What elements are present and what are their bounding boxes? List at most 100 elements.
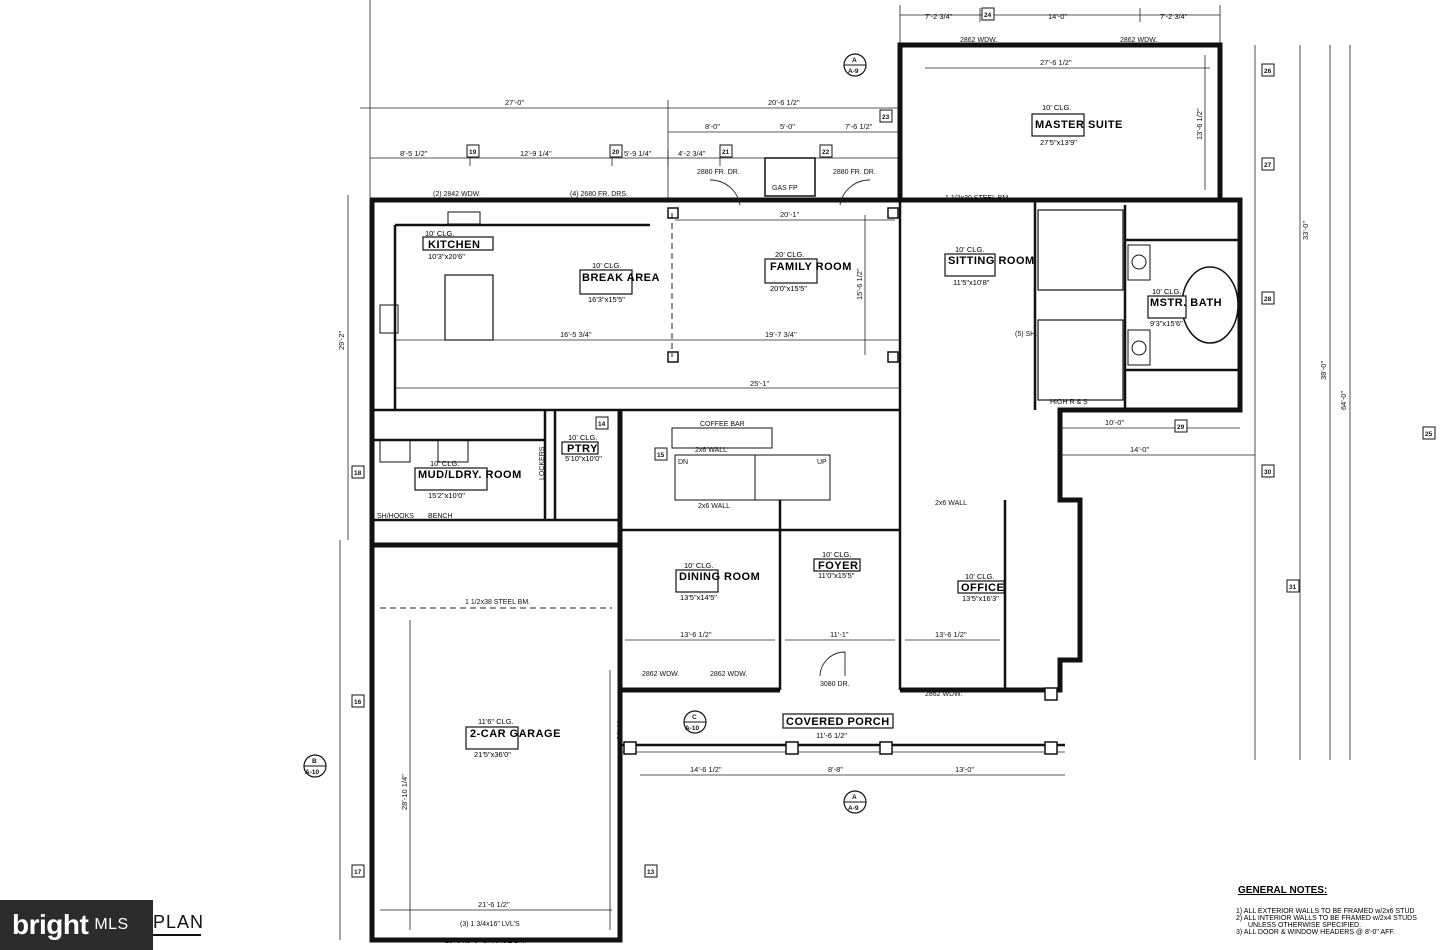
dim-family-h: 15'-6 1/2" — [855, 268, 864, 300]
bright-mls-watermark: bright MLS — [0, 900, 153, 950]
front-rooms: 10' CLG. DINING ROOM 13'5"x14'5" 13'-6 1… — [625, 500, 1007, 698]
section-a-top-sheet: A-9 — [848, 68, 859, 75]
lockers-label: LOCKERS — [539, 446, 546, 480]
wall-2x6-top: 2x6 WALL — [695, 447, 727, 454]
watermark-mls: MLS — [94, 916, 129, 933]
high-rs: HIGH R & S — [1050, 399, 1088, 406]
sitting-name: SITTING ROOM — [948, 255, 1035, 267]
dim-row3-2: 12'-9 1/4" — [520, 149, 552, 158]
tag-18: 18 — [354, 470, 362, 477]
note-4: 3) ALL DOOR & WINDOW HEADERS @ 8'-0" AFF… — [1236, 929, 1395, 936]
bench-label: BENCH — [428, 513, 453, 520]
tag-17: 17 — [354, 869, 362, 876]
dim-office-w: 13'-6 1/2" — [935, 630, 967, 639]
kitchen-window: (2) 2842 WDW. — [433, 191, 481, 198]
section-a-top-letter: A — [852, 57, 857, 64]
pantry-name: PTRY — [567, 443, 598, 455]
sitting-ceiling: 10' CLG. — [955, 245, 984, 254]
garage-beam: 1 1/2x38 STEEL BM. — [465, 599, 530, 606]
tag-31: 31 — [1289, 584, 1297, 591]
tag-30: 30 — [1264, 469, 1272, 476]
dim-porch-3: 13'-0" — [955, 765, 974, 774]
office-window: 2862 WDW. — [925, 691, 962, 698]
mud-size: 15'2"x10'0" — [428, 491, 465, 500]
bath-name: MSTR. BATH — [1150, 297, 1222, 309]
porch-name: COVERED PORCH — [786, 716, 890, 728]
section-marker-a-bottom: A A-9 — [843, 790, 867, 814]
kitchen-doors: (4) 2680 FR. DRS. — [570, 191, 628, 198]
family-door-right: 2880 FR. DR. — [833, 169, 876, 176]
tag-14: 14 — [598, 421, 606, 428]
kitchen-size: 10'3"x20'6" — [428, 252, 465, 261]
tag-26: 26 — [1264, 68, 1272, 75]
mud-ceiling: 10' CLG. — [430, 459, 459, 468]
dining-name: DINING ROOM — [679, 571, 760, 583]
sitting-bath: 10' CLG. SITTING ROOM 11'5"x10'8" HIGH R… — [944, 200, 1240, 410]
master-ceiling: 10' CLG. — [1042, 103, 1071, 112]
office-size: 13'5"x16'3" — [962, 594, 999, 603]
mid-right-dims: 10'-0" 14'-0" — [1060, 418, 1255, 456]
note-2: 2) ALL INTERIOR WALLS TO BE FRAMED w/2x4… — [1236, 915, 1417, 922]
dim-left-total: 29'-2" — [337, 331, 346, 350]
dim-mid-2: 14'-0" — [1130, 445, 1149, 454]
watermark-brand: bright — [12, 909, 89, 940]
shelves-label: (5) SH. — [1015, 331, 1037, 338]
wall-2x6-bottom: 2x6 WALL — [698, 503, 730, 510]
dining-size: 13'5"x14'5" — [680, 593, 717, 602]
master-name: MASTER SUITE — [1035, 119, 1123, 131]
stair-dn: DN — [678, 459, 688, 466]
dining-ceiling: 10' CLG. — [684, 561, 713, 570]
dim-top-2: 14'-0" — [1048, 12, 1067, 21]
covered-porch: COVERED PORCH 11'-6 1/2" 14'-6 1/2" 8'-8… — [620, 687, 1065, 776]
dim-right-1: 33'-0" — [1301, 221, 1310, 240]
tag-27: 27 — [1264, 162, 1272, 169]
porch-size: 11'-6 1/2" — [816, 731, 847, 740]
tag-28: 28 — [1264, 296, 1272, 303]
break-ceiling: 10' CLG. — [592, 261, 621, 270]
garage-name: 2-CAR GARAGE — [470, 728, 561, 740]
office-name: OFFICE — [961, 582, 1004, 594]
dim-row2-2: 20'-6 1/2" — [768, 98, 800, 107]
master-window-right: 2862 WDW. — [1120, 37, 1157, 44]
family-size: 20'0"x15'5" — [770, 284, 807, 293]
note-1: 1) ALL EXTERIOR WALLS TO BE FRAMED w/2x6… — [1236, 908, 1415, 915]
section-a-bottom-letter: A — [852, 794, 857, 801]
dim-mid-row: 25'-1" — [750, 379, 769, 388]
master-size: 27'5"x13'9" — [1040, 138, 1077, 147]
front-door: 3080 DR. — [820, 681, 850, 688]
plan-title-underline — [153, 934, 201, 936]
garage: 1 1/2x38 STEEL BM. 11'6" CLG. 2-CAR GARA… — [369, 542, 623, 945]
dim-family-w: 20'-1" — [780, 210, 799, 219]
plan-title: PLAN — [153, 912, 205, 932]
dim-row2-1: 27'-0" — [505, 98, 524, 107]
tag-24: 24 — [984, 12, 992, 19]
sitting-size: 11'5"x10'8" — [953, 278, 990, 287]
dim-right-total: 64'-0" — [1339, 391, 1348, 410]
dim-porch-2: 8'-8" — [828, 765, 843, 774]
tag-15: 15 — [657, 452, 665, 459]
master-window-left: 2862 WDW. — [960, 37, 997, 44]
dim-row3-3: 5'-9 1/4" — [624, 149, 652, 158]
foyer-ceiling: 10' CLG. — [822, 550, 851, 559]
mud-pantry: 10' CLG. MUD/LDRY. ROOM 15'2"x10'0" SH/H… — [372, 410, 620, 522]
tag-23: 23 — [882, 114, 890, 121]
gas-fireplace: GAS FP — [772, 185, 798, 192]
foyer-name: FOYER — [818, 560, 858, 572]
tag-20: 20 — [612, 149, 620, 156]
dim-dining-w: 13'-6 1/2" — [680, 630, 712, 639]
dim-master-w: 27'-6 1/2" — [1040, 58, 1072, 67]
section-marker-b-left: B A-10 — [303, 754, 327, 778]
family-ceiling: 20' CLG. — [775, 250, 804, 259]
section-c-sheet: A-10 — [685, 725, 699, 732]
dim-row3-6: 5'-0" — [780, 122, 795, 131]
kitchen-area: (2) 2842 WDW. (4) 2680 FR. DRS. 10' CLG.… — [379, 191, 900, 410]
dim-row3-4: 4'-2 3/4" — [678, 149, 706, 158]
pantry-size: 5'10"x10'0" — [565, 454, 602, 463]
dim-garage-h: 28'-10 1/4" — [400, 774, 409, 810]
tag-19: 19 — [469, 149, 477, 156]
dim-garage-w: 21'-6 1/2" — [478, 900, 510, 909]
section-b-letter: B — [312, 758, 317, 765]
break-name: BREAK AREA — [582, 272, 660, 284]
pantry-ceiling: 10' CLG. — [568, 433, 597, 442]
tag-21: 21 — [722, 149, 730, 156]
